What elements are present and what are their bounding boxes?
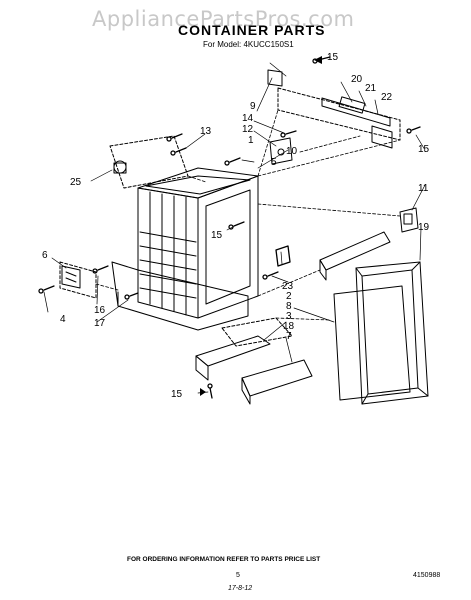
- callout-8: 8: [286, 301, 292, 312]
- callout-1: 1: [248, 135, 254, 146]
- callout-arrows: [200, 56, 322, 396]
- callout-18: 18: [283, 321, 295, 332]
- callout-10: 10: [286, 146, 298, 157]
- screw-hardware: [38, 56, 421, 399]
- callout-21: 21: [365, 83, 377, 94]
- callout-15d: 15: [171, 389, 183, 400]
- callout-19: 19: [418, 222, 430, 233]
- callout-16: 16: [94, 305, 106, 316]
- handwritten-note: 17-8-12: [228, 585, 253, 592]
- callout-2: 2: [286, 291, 292, 302]
- callout-11: 11: [418, 183, 429, 194]
- page-number: 5: [236, 572, 240, 579]
- callout-15: 15: [327, 52, 339, 63]
- callout-leader-lines: [43, 62, 426, 394]
- callout-14: 14: [242, 113, 254, 124]
- left-bracket: [59, 261, 97, 299]
- callout-25: 25: [70, 177, 82, 188]
- callout-13: 13: [200, 126, 212, 137]
- callout-5: 5: [271, 157, 277, 168]
- callout-22: 22: [381, 92, 393, 103]
- bottom-pan: [221, 317, 293, 347]
- callout-23: 23: [282, 281, 294, 292]
- diagram-title: CONTAINER PARTS: [178, 22, 326, 38]
- callout-15b: 15: [418, 144, 430, 155]
- hinge-clip: [399, 207, 419, 233]
- callout-15c: 15: [211, 230, 223, 241]
- watermark-text: AppliancePartsPros.com: [92, 7, 355, 31]
- callout-4: 4: [60, 314, 66, 325]
- kick-plate-upper: [195, 335, 271, 381]
- callout-20: 20: [351, 74, 363, 85]
- top-hinge-rail-assembly: [267, 69, 401, 149]
- assembly-guide-lines: [95, 109, 401, 321]
- callout-12: 12: [242, 124, 254, 135]
- callout-7: 7: [286, 331, 292, 342]
- callout-17: 17: [94, 318, 106, 329]
- callout-9: 9: [250, 101, 256, 112]
- model-label: For Model: 4KUCC150S1: [203, 40, 294, 49]
- callout-6: 6: [42, 250, 48, 261]
- callout-3: 3: [286, 311, 292, 322]
- door-handle-rail: [319, 231, 391, 281]
- container-cabinet: [111, 167, 259, 331]
- kick-plate-lower: [241, 359, 313, 405]
- door-panel: [333, 285, 411, 401]
- door-gasket-frame: [355, 261, 429, 405]
- ordering-note: FOR ORDERING INFORMATION REFER TO PARTS …: [127, 556, 321, 563]
- document-number: 4150988: [413, 572, 441, 579]
